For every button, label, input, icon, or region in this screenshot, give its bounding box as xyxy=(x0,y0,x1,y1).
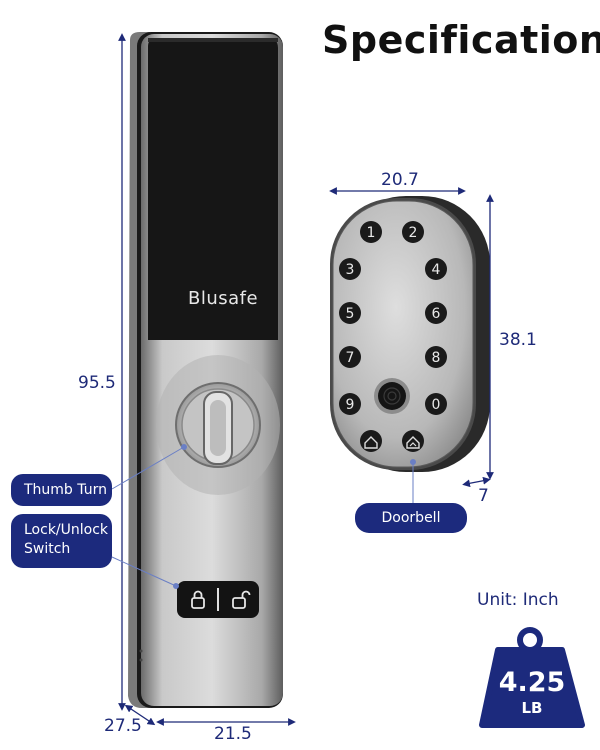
keypad-key-2 xyxy=(402,221,424,243)
keypad-key-label: 9 xyxy=(346,397,355,413)
keypad-key-4 xyxy=(425,258,447,280)
thumb-turn-callout: Thumb Turn xyxy=(11,474,112,506)
keypad-key-label: 5 xyxy=(346,306,355,322)
keypad-key-label: 2 xyxy=(409,225,418,241)
keypad-width-label: 20.7 xyxy=(381,170,419,190)
lock-height-label: 95.5 xyxy=(78,373,116,393)
keypad-key-label: 4 xyxy=(432,262,441,278)
keypad-key-6 xyxy=(425,302,447,324)
keypad-key-7 xyxy=(339,346,361,368)
keypad-key-0 xyxy=(425,393,447,415)
unlocked-icon xyxy=(232,590,251,609)
page-title: Specification xyxy=(322,18,600,62)
weight-value: 4.25 xyxy=(498,667,566,698)
lock-depth-label: 27.5 xyxy=(104,716,142,736)
keypad-key-5 xyxy=(339,302,361,324)
locked-icon xyxy=(191,590,205,609)
callout-leaders xyxy=(111,444,416,589)
keypad-key-label: 6 xyxy=(432,306,441,322)
lock-unlock-callout-line2: Switch xyxy=(24,541,71,557)
brand-logo: Blusafe xyxy=(188,288,259,309)
keypad-key-label: 8 xyxy=(432,350,441,366)
unit-label: Unit: Inch xyxy=(477,590,559,610)
keypad-key-label: 0 xyxy=(432,397,441,413)
keypad-height-label: 38.1 xyxy=(499,330,537,350)
keypad-key-1 xyxy=(360,221,382,243)
keypad-key-3 xyxy=(339,258,361,280)
lock-unlock-callout-line1: Lock/Unlock xyxy=(24,522,109,538)
keypad-keys: 1 2 3 4 5 6 7 8 9 0 xyxy=(339,221,447,415)
keypad-key-9 xyxy=(339,393,361,415)
keypad-key-label: 1 xyxy=(367,225,376,241)
dimension-lines xyxy=(118,33,494,726)
weight-unit: LB xyxy=(521,699,543,717)
lock-unlock-callout: Lock/Unlock Switch xyxy=(11,514,112,568)
lock-width-label: 21.5 xyxy=(214,724,252,744)
keypad-depth-label: 7 xyxy=(478,486,489,506)
keypad-key-label: 3 xyxy=(346,262,355,278)
lock-body xyxy=(128,32,283,708)
weight-icon xyxy=(479,627,585,728)
doorbell-callout: Doorbell xyxy=(355,503,467,533)
keypad-key-label: 7 xyxy=(346,350,355,366)
keypad-key-8 xyxy=(425,346,447,368)
